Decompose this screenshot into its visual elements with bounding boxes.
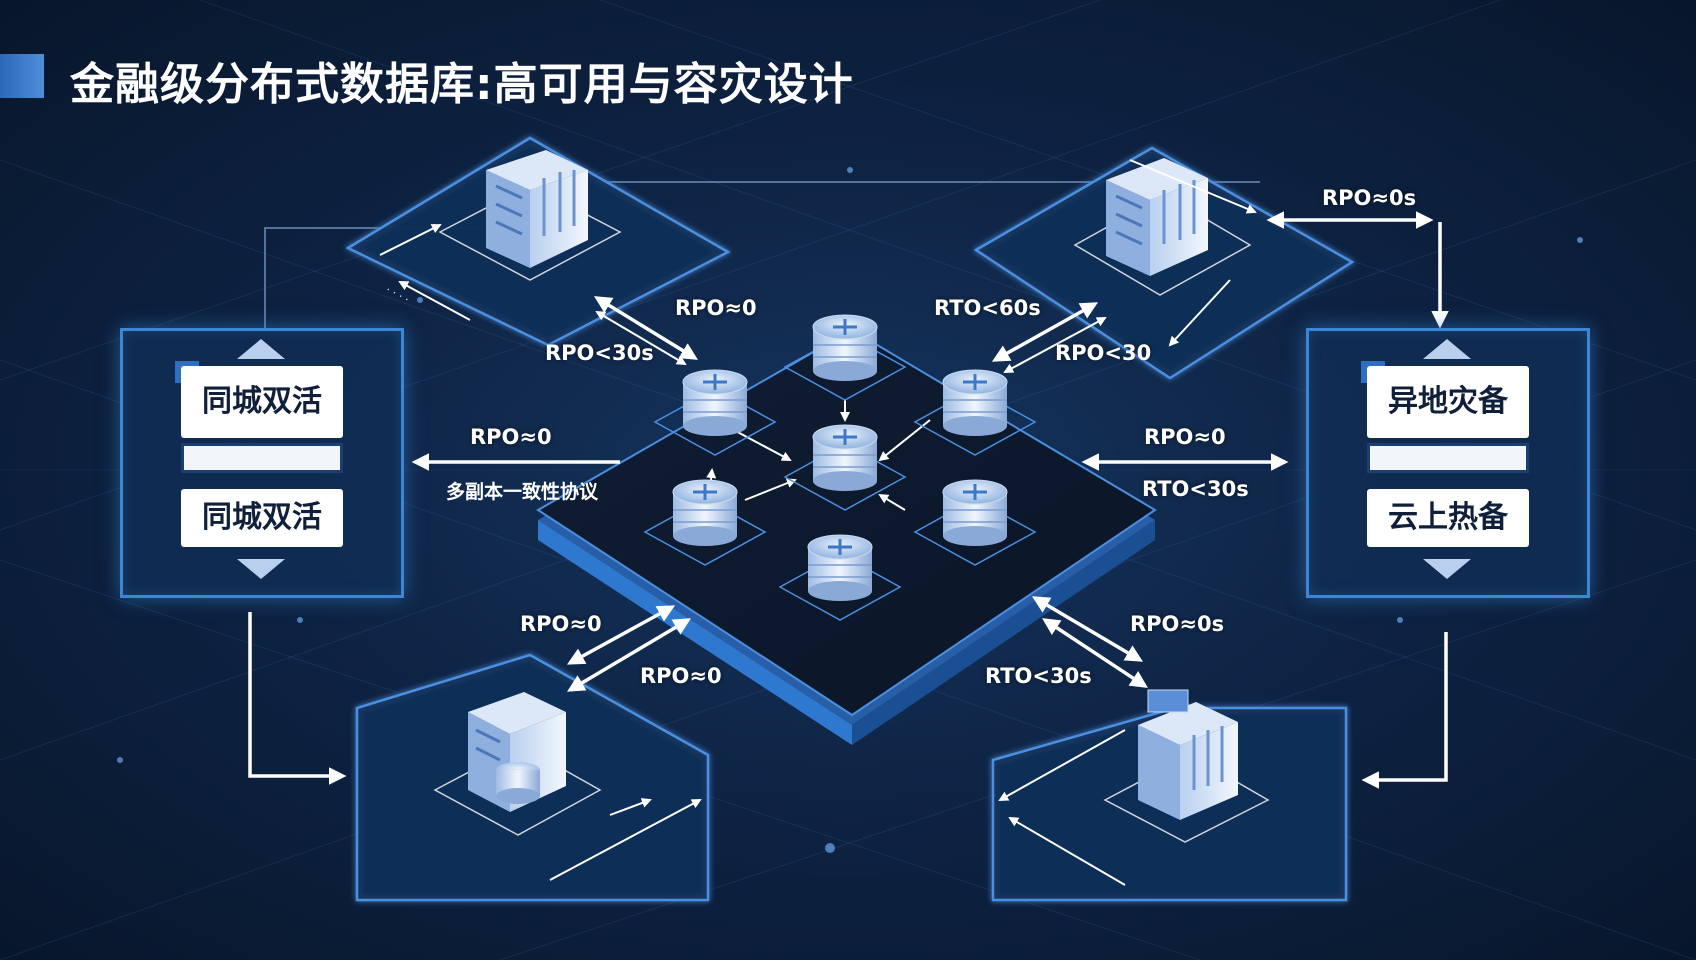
database-nodes [643,314,1037,621]
label-right-rto: RTO<30s [1142,477,1249,501]
label-top-right-rpo: RPO<30 [1055,341,1152,365]
label-top-left-rpo: RPO≈0 [675,296,757,320]
panel-label-bottom: 云上热备 [1367,489,1529,547]
chevron-up-icon[interactable] [237,339,285,359]
label-bottom-right-rpo: RPO≈0s [1130,612,1225,636]
header-accent-bar [0,54,44,98]
label-left-rpo: RPO≈0 [470,425,552,449]
database-node-icon [783,314,907,401]
panel-label-top: 同城双活 [181,366,343,438]
page-title: 金融级分布式数据库:高可用与容灾设计 [70,59,854,110]
database-node-icon [778,534,902,621]
datacenter-building-icon [1106,158,1208,276]
database-node-icon [913,479,1037,566]
chevron-up-icon[interactable] [1423,339,1471,359]
label-right-rpo: RPO≈0 [1144,425,1226,449]
flow-arrows [248,222,1449,789]
label-bottom-left-rpo-a: RPO≈0 [520,612,602,636]
label-bottom-right-rto: RTO<30s [985,664,1092,688]
panel-divider-strip [1367,443,1529,473]
chevron-down-icon[interactable] [237,559,285,579]
site-tile-top-left: · · · · [345,136,731,347]
panel-remote-disaster-recovery: ✕ 异地灾备 云上热备 [1306,328,1590,598]
site-tile-bottom-right [991,689,1348,902]
server-stack-icon [468,692,566,812]
database-node-icon [643,479,767,566]
datacenter-building-icon [1138,689,1238,820]
panel-label-bottom: 同城双活 [181,489,343,547]
datacenter-building-icon [486,150,588,268]
panel-label-top: 异地灾备 [1367,366,1529,438]
label-consistency-protocol: 多副本一致性协议 [446,481,599,503]
label-bottom-left-rpo-b: RPO≈0 [640,664,722,688]
panel-local-active-active: ✕ 同城双活 同城双活 [120,328,404,598]
label-top-left-rpo-30s: RPO<30s [545,341,654,365]
label-top-right-rto: RTO<60s [934,296,1041,320]
site-tile-bottom-left [355,653,710,902]
panel-divider-strip [181,443,343,473]
database-node-icon [653,369,777,456]
replication-arrows [566,211,1434,692]
site-tile-top-right [973,146,1355,380]
database-node-icon [913,369,1037,456]
label-far-right-rpo: RPO≈0s [1322,186,1417,210]
chevron-down-icon[interactable] [1423,559,1471,579]
database-node-icon [783,424,907,511]
